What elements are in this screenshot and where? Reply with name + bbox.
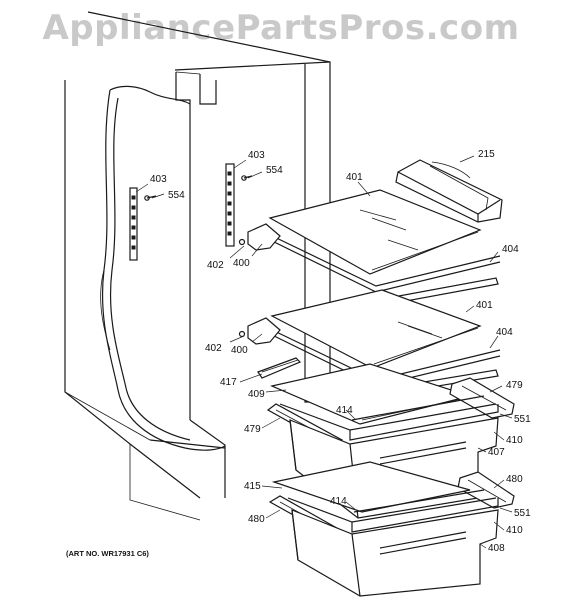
callout-403-right: 403 — [248, 150, 265, 161]
callout-415: 415 — [244, 481, 261, 492]
watermark-text: AppliancePartsPros.com — [42, 8, 520, 48]
bin-215 — [395, 159, 503, 223]
callout-403-left: 403 — [150, 174, 167, 185]
callout-408: 408 — [488, 543, 505, 554]
callout-417: 417 — [220, 377, 237, 388]
callout-401-middle: 401 — [476, 300, 493, 311]
callout-554-left: 554 — [168, 190, 185, 201]
callout-215: 215 — [478, 149, 495, 160]
callout-479-left: 479 — [244, 424, 261, 435]
callout-400-upper: 400 — [233, 258, 250, 269]
callout-409: 409 — [248, 389, 265, 400]
callout-479-right: 479 — [506, 380, 523, 391]
crisper-drawer-408 — [291, 509, 499, 597]
callout-551-upper: 551 — [514, 414, 531, 425]
cabinet-liner — [64, 11, 331, 521]
callout-414-lower: 414 — [330, 496, 347, 507]
callout-404-middle: 404 — [496, 327, 513, 338]
callout-480-left: 480 — [248, 514, 265, 525]
callout-labels: 403 554 403 554 215 401 404 402 400 401 … — [150, 149, 531, 554]
crisper-cover-409 — [270, 363, 473, 425]
callout-410-lower: 410 — [506, 525, 523, 536]
glass-shelf-middle — [270, 289, 482, 369]
callout-404-upper: 404 — [502, 244, 519, 255]
slide-rail-417 — [257, 357, 302, 379]
callout-401-upper: 401 — [346, 172, 363, 183]
door-gasket — [100, 85, 226, 451]
art-number: (ART NO. WR17931 C6) — [66, 549, 149, 558]
callout-554-right: 554 — [266, 165, 283, 176]
callout-402-upper: 402 — [207, 260, 224, 271]
callout-551-lower: 551 — [514, 508, 531, 519]
leader-lines — [135, 155, 513, 549]
callout-410-upper: 410 — [506, 435, 523, 446]
callout-407: 407 — [488, 447, 505, 458]
crisper-frame-lower — [287, 489, 499, 533]
crisper-frame-upper — [279, 395, 499, 441]
callout-400-middle: 400 — [231, 345, 248, 356]
callout-480-right: 480 — [506, 474, 523, 485]
shelf-support-left — [129, 187, 157, 261]
callout-414-upper: 414 — [336, 405, 353, 416]
crisper-cover-415 — [271, 461, 471, 513]
slide-rail-479-right — [449, 377, 515, 419]
shelf-support-right — [225, 163, 253, 247]
callout-402-middle: 402 — [205, 343, 222, 354]
glass-shelf-upper — [268, 189, 482, 275]
